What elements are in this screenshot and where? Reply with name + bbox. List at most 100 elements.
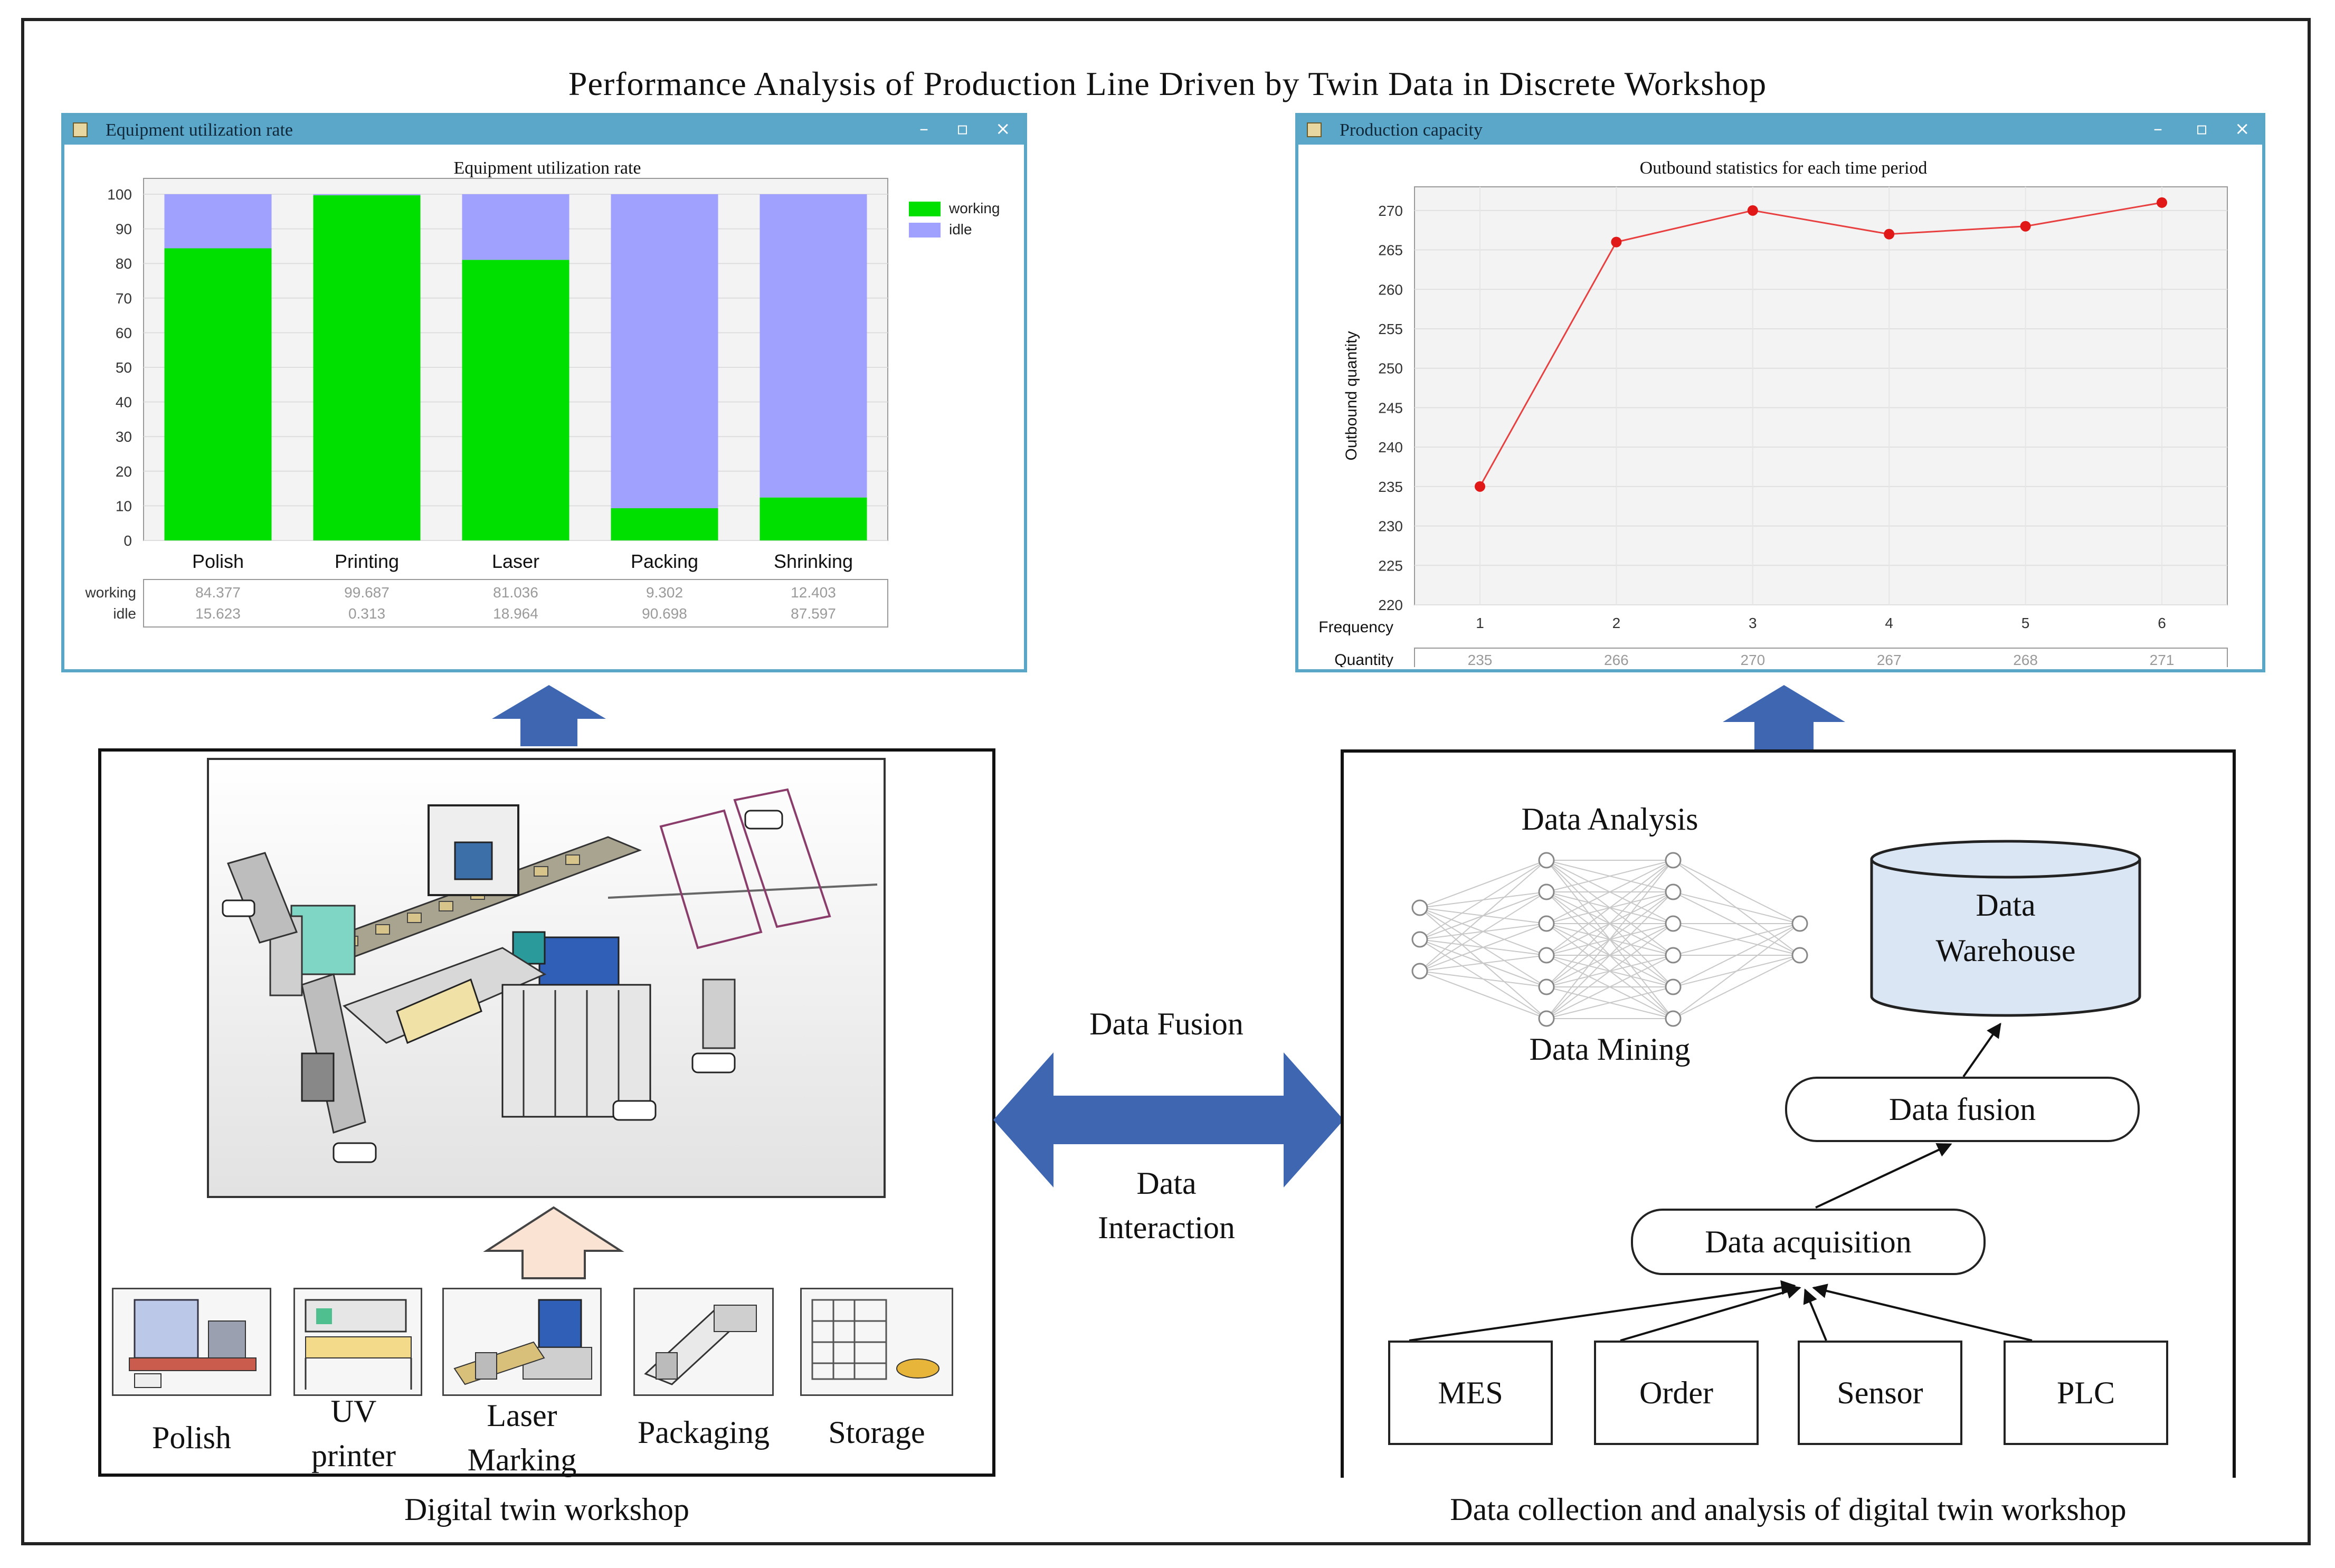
value-table — [1414, 648, 2228, 667]
data-point — [2157, 197, 2167, 208]
x-tick-label: 6 — [2158, 615, 2166, 631]
storage-station-image — [800, 1288, 953, 1396]
data-point — [1611, 236, 1622, 248]
outbound-line-chart: 2202252302352402452502552602652701235226… — [1318, 186, 2228, 667]
chart-title: Equipment utilization rate — [453, 158, 641, 178]
nn-edge — [1419, 955, 1547, 972]
value-label: 235 — [1468, 652, 1493, 667]
data-point — [1884, 229, 1895, 240]
y-tick-label: 255 — [1378, 321, 1403, 337]
nn-edge — [1546, 986, 1674, 1019]
x-tick-label: 1 — [1476, 615, 1484, 631]
value-label: 90.698 — [642, 605, 687, 622]
nn-node — [1665, 852, 1682, 869]
y-tick-label: 265 — [1378, 242, 1403, 259]
y-tick-label: 270 — [1378, 203, 1403, 219]
value-label: 268 — [2013, 652, 2038, 667]
nn-edge — [1673, 923, 1800, 956]
y-tick-label: 60 — [116, 325, 132, 341]
nn-edge — [1546, 860, 1674, 987]
data-flow-connectors — [1409, 1022, 2033, 1342]
value-label: 271 — [2150, 652, 2175, 667]
minimize-icon[interactable]: – — [2153, 118, 2162, 139]
nn-node — [1538, 883, 1555, 900]
window-title-bar[interactable]: Production capacity – ▫ × — [1298, 116, 2262, 145]
nn-edge — [1546, 860, 1674, 924]
x-category-label: Printing — [335, 550, 399, 572]
app-icon — [73, 122, 88, 137]
workshop-3d-model-image — [207, 758, 886, 1198]
row-label-idle: idle — [113, 605, 136, 622]
bar-idle-laser — [462, 194, 569, 260]
row-label-frequency: Frequency — [1318, 619, 1393, 636]
up-arrow-left — [492, 685, 606, 746]
nn-edge — [1546, 860, 1674, 892]
app-icon — [1307, 122, 1322, 137]
nn-node — [1411, 963, 1428, 980]
value-label: 18.964 — [493, 605, 538, 622]
data-point — [1747, 205, 1758, 216]
nn-node — [1411, 899, 1428, 916]
laser-marking-station-image — [442, 1288, 602, 1396]
production-capacity-window: Production capacity – ▫ × Outbound stati… — [1295, 113, 2265, 672]
nn-node — [1538, 915, 1555, 932]
value-label: 0.313 — [348, 605, 385, 622]
nn-edge — [1419, 923, 1547, 972]
value-label: 12.403 — [791, 584, 836, 601]
packaging-station-image — [633, 1288, 774, 1396]
workshop-caption: Digital twin workshop — [404, 1492, 689, 1527]
bar-idle-polish — [164, 194, 272, 249]
nn-node — [1665, 915, 1682, 932]
data-point — [2020, 221, 2031, 232]
legend-label-idle: idle — [949, 221, 972, 237]
equipment-utilization-window: Equipment utilization rate – ▫ × Equipme… — [61, 113, 1027, 672]
legend-label-working: working — [948, 200, 1000, 216]
x-category-label: Shrinking — [774, 550, 853, 572]
source-order-box: Order — [1594, 1341, 1759, 1445]
y-tick-label: 10 — [116, 498, 132, 514]
plot-area — [1414, 186, 2228, 605]
nn-edge — [1673, 860, 1800, 924]
window-title-bar[interactable]: Equipment utilization rate – ▫ × — [64, 116, 1024, 145]
nn-node — [1791, 915, 1808, 932]
maximize-icon[interactable]: ▫ — [956, 118, 969, 139]
nn-edge — [1546, 923, 1674, 1019]
nn-edge — [1546, 860, 1674, 1019]
polish-station-image — [112, 1288, 271, 1396]
nn-node — [1665, 978, 1682, 995]
bar-working-laser — [462, 260, 569, 541]
nn-node — [1791, 947, 1808, 964]
window-title: Production capacity — [1340, 120, 1483, 140]
data-exchange-arrow — [993, 1052, 1344, 1187]
value-label: 87.597 — [791, 605, 836, 622]
maximize-icon[interactable]: ▫ — [2196, 118, 2208, 139]
value-label: 267 — [1877, 652, 1902, 667]
station-label-packaging: Packaging — [638, 1415, 770, 1450]
x-tick-label: 4 — [1885, 615, 1893, 631]
chart-title: Outbound statistics for each time period — [1639, 158, 1928, 178]
data-mining-label: Data Mining — [1529, 1032, 1691, 1067]
x-category-label: Polish — [192, 550, 244, 572]
close-icon[interactable]: × — [2235, 118, 2250, 139]
nn-edge — [1419, 860, 1547, 940]
value-label: 9.302 — [646, 584, 683, 601]
source-mes-box: MES — [1388, 1341, 1553, 1445]
utilization-bar-chart: 0102030405060708090100Polish84.37715.623… — [85, 178, 1000, 628]
y-tick-label: 90 — [116, 221, 132, 237]
close-icon[interactable]: × — [995, 118, 1011, 139]
nn-edge — [1419, 860, 1547, 972]
minimize-icon[interactable]: – — [919, 118, 928, 139]
nn-edge — [1673, 923, 1800, 987]
nn-node — [1538, 1010, 1555, 1027]
row-label-working: working — [85, 584, 136, 601]
up-arrow-right — [1723, 685, 1845, 752]
y-tick-label: 245 — [1378, 400, 1403, 416]
y-tick-label: 225 — [1378, 557, 1403, 574]
nn-node — [1665, 1010, 1682, 1027]
y-axis-label: Outbound quantity — [1343, 331, 1360, 460]
y-tick-label: 230 — [1378, 518, 1403, 535]
y-tick-label: 100 — [107, 186, 132, 203]
